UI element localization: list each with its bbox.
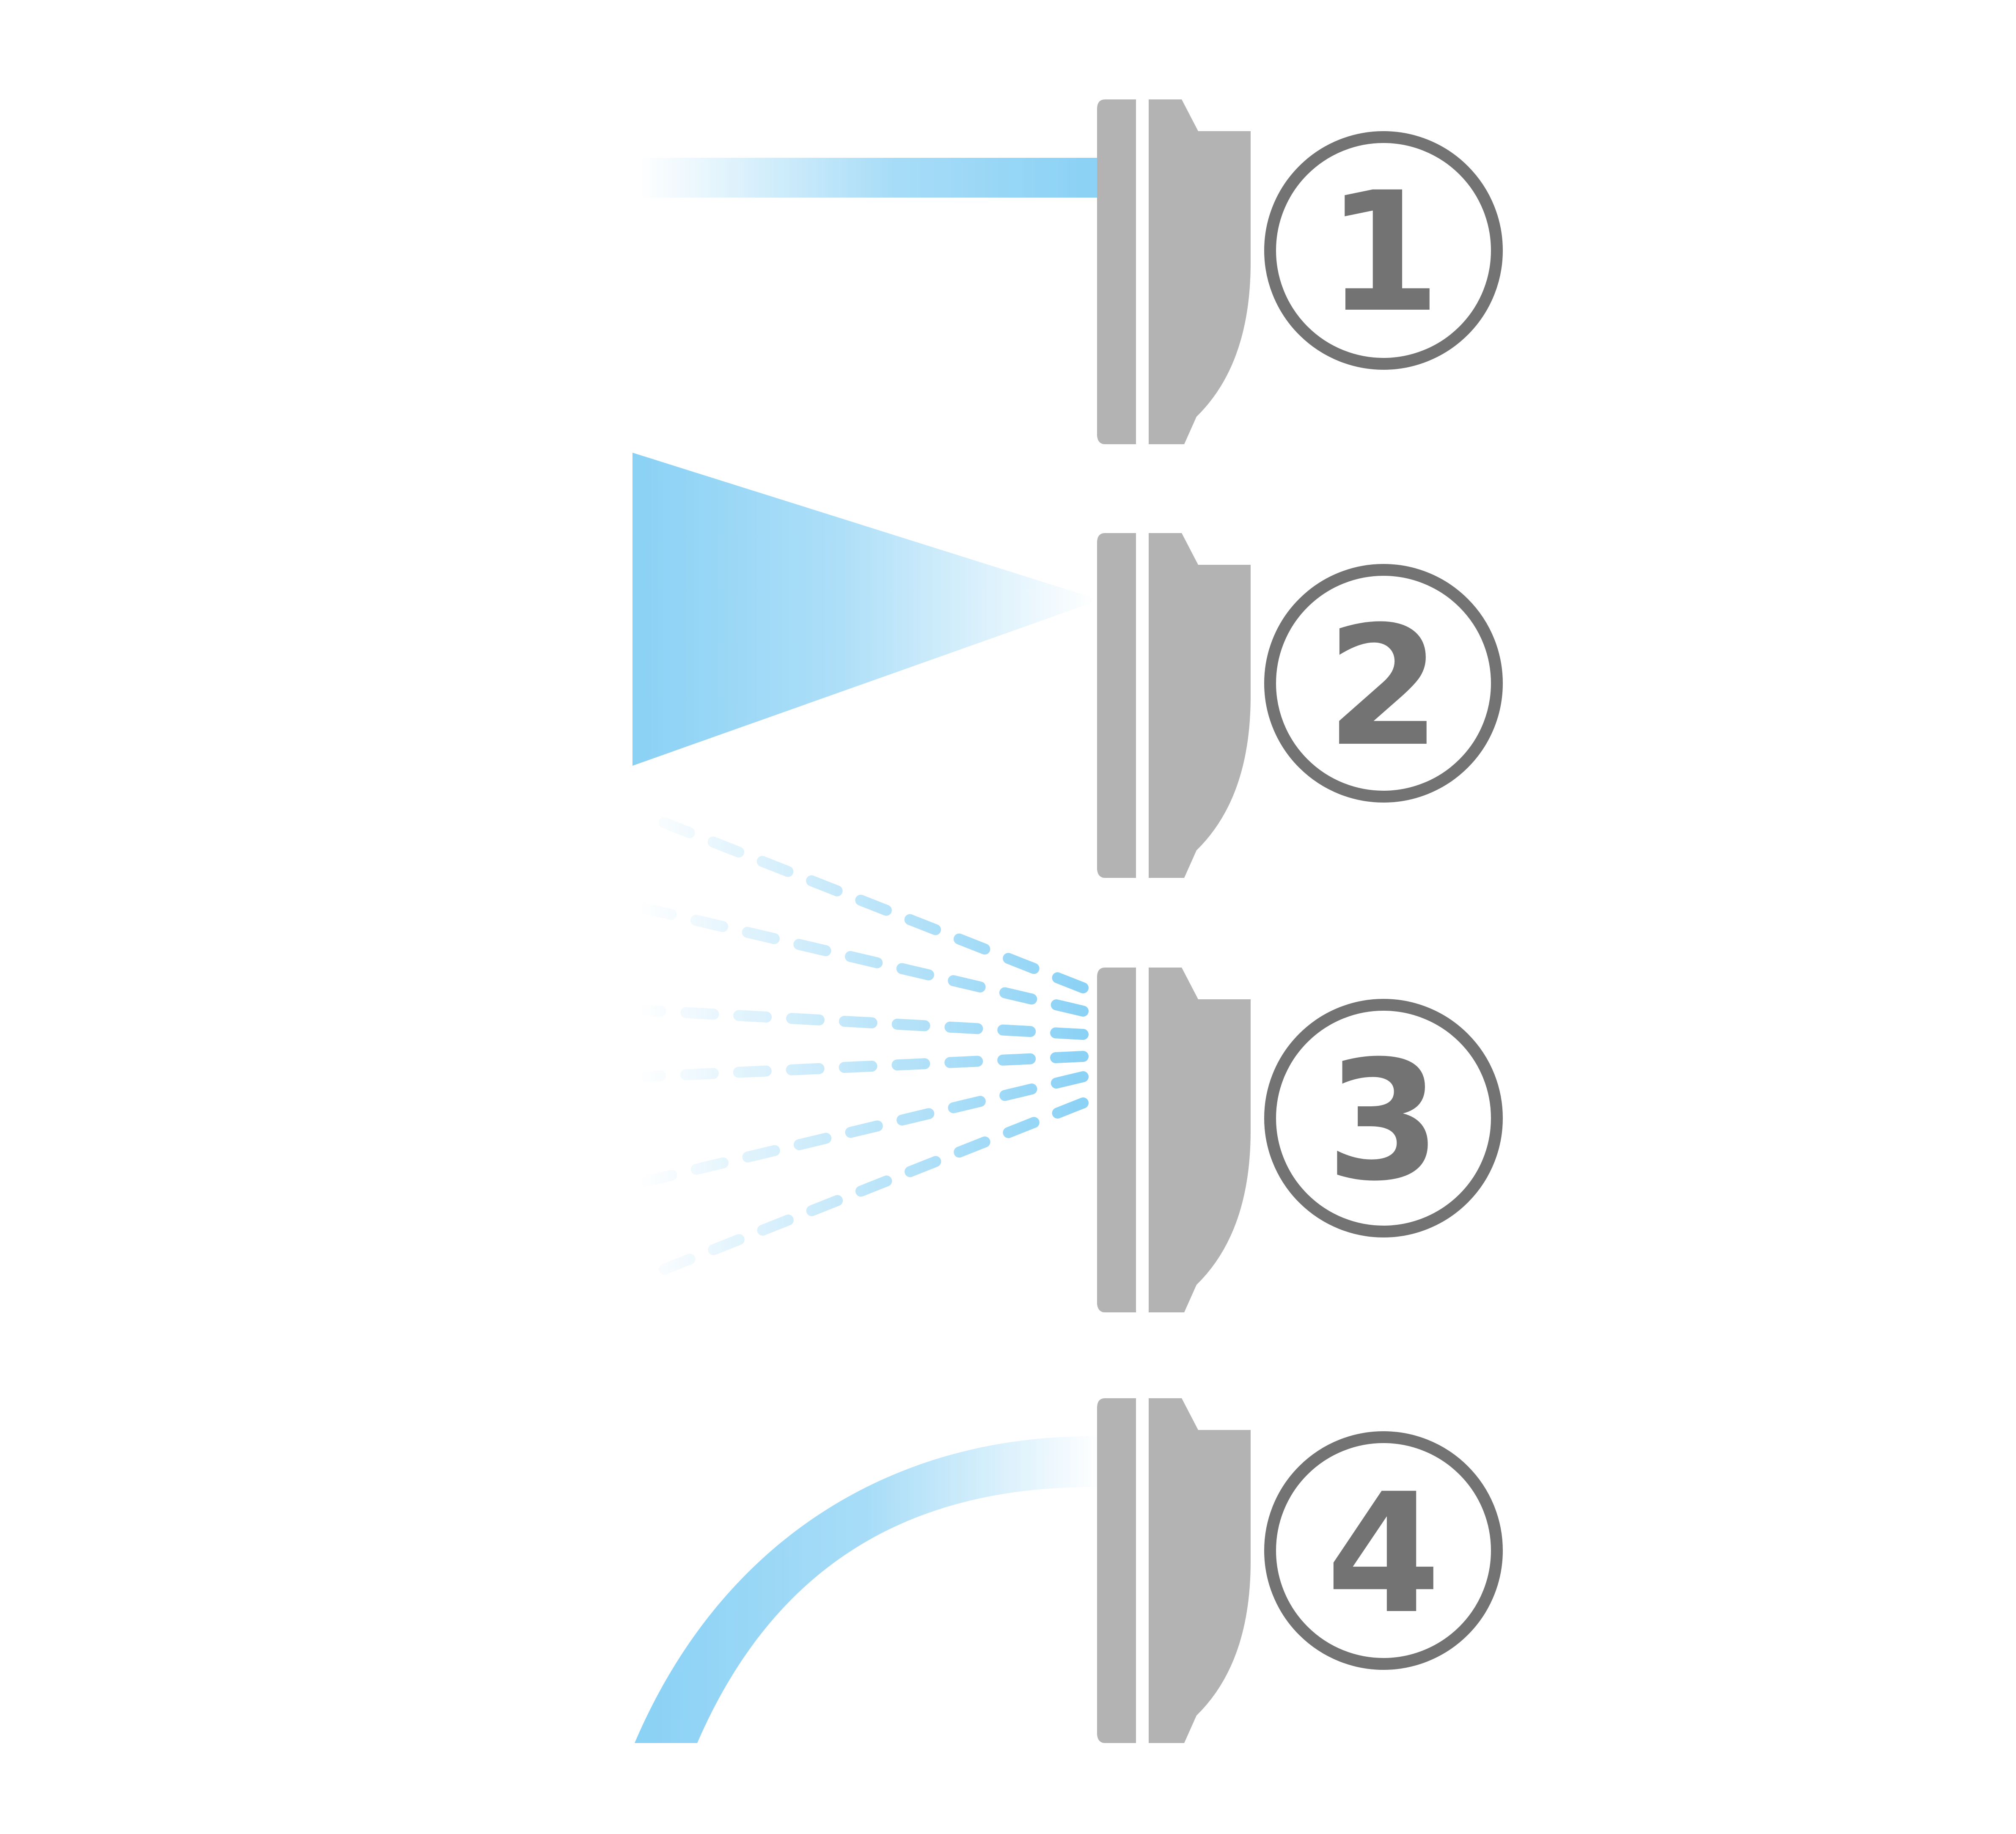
badge-3: 3: [1264, 999, 1503, 1237]
badge-2: 2: [1264, 564, 1503, 803]
pattern-row-1: 1: [639, 99, 1503, 444]
solid-stream: [639, 158, 1102, 198]
pattern-number: 2: [1326, 591, 1441, 783]
nozzle-4: [1097, 1398, 1251, 1743]
fan-line-1: [638, 809, 1089, 993]
badge-circle: [1264, 999, 1503, 1237]
pattern-row-2: 2: [633, 453, 1503, 878]
fan-line-3: [638, 1005, 1089, 1040]
nozzle-body-right: [1149, 99, 1251, 444]
badge-circle: [1264, 1431, 1503, 1670]
nozzle-2: [1097, 533, 1251, 878]
cone-spray: [633, 453, 1100, 766]
nozzle-3: [1097, 968, 1251, 1312]
pattern-number: 3: [1326, 1025, 1441, 1217]
badge-circle: [1264, 131, 1503, 370]
nozzle-plate-left: [1097, 968, 1136, 1312]
fan-line-2: [627, 900, 1089, 1017]
fan-line-6: [638, 1097, 1089, 1283]
nozzle-body-right: [1149, 1398, 1251, 1743]
pattern-row-3: 3: [627, 809, 1503, 1312]
badge-circle: [1264, 564, 1503, 803]
curved-stream: [635, 1436, 1100, 1743]
nozzle-body-right: [1149, 968, 1251, 1312]
pattern-row-4: 4: [635, 1398, 1503, 1743]
fan-spray: [627, 809, 1089, 1283]
badge-1: 1: [1264, 131, 1503, 370]
badge-4: 4: [1264, 1431, 1503, 1670]
pattern-number: 1: [1326, 157, 1441, 349]
pattern-number: 4: [1326, 1458, 1441, 1650]
nozzle-plate-left: [1097, 1398, 1136, 1743]
nozzle-body-right: [1149, 533, 1251, 878]
nozzle-plate-left: [1097, 533, 1136, 878]
nozzle-plate-left: [1097, 99, 1136, 444]
fan-line-4: [638, 1051, 1089, 1082]
fan-line-5: [627, 1071, 1089, 1190]
nozzle-1: [1097, 99, 1251, 444]
